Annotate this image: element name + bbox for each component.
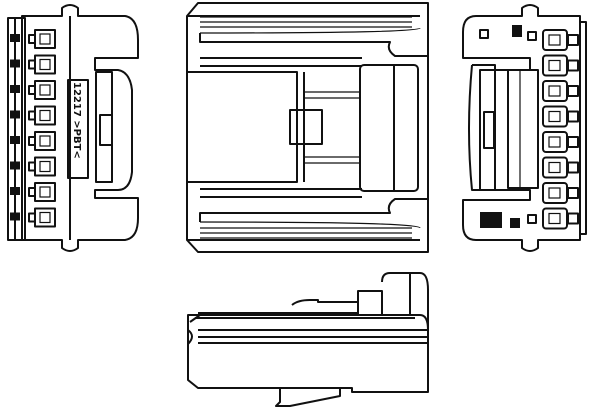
front-view: 12217 >PBT<	[7, 4, 139, 252]
front-pin-cavity	[10, 105, 56, 126]
side-view	[187, 272, 429, 407]
front-pin-cavity	[10, 80, 56, 100]
rear-pin-cavity	[542, 131, 579, 153]
front-pin-cavity	[10, 156, 56, 177]
rear-pin-cavity	[542, 29, 579, 51]
rear-pin-cavity	[542, 80, 579, 102]
front-pin-cavity	[10, 29, 56, 49]
front-pin-cavity	[10, 182, 56, 202]
rear-pin-cavity	[542, 105, 579, 128]
rear-pin-cavity	[542, 54, 579, 77]
front-pin-cavity	[10, 131, 56, 151]
part-marking: 12217 >PBT<	[71, 82, 82, 159]
rear-view	[462, 4, 587, 252]
front-pin-cavity	[10, 207, 56, 228]
front-pin-cavity	[10, 54, 56, 75]
rear-pin-cavity	[542, 182, 579, 204]
top-view	[186, 2, 429, 253]
rear-pin-cavity	[542, 156, 579, 179]
rear-pin-cavity	[542, 207, 579, 230]
